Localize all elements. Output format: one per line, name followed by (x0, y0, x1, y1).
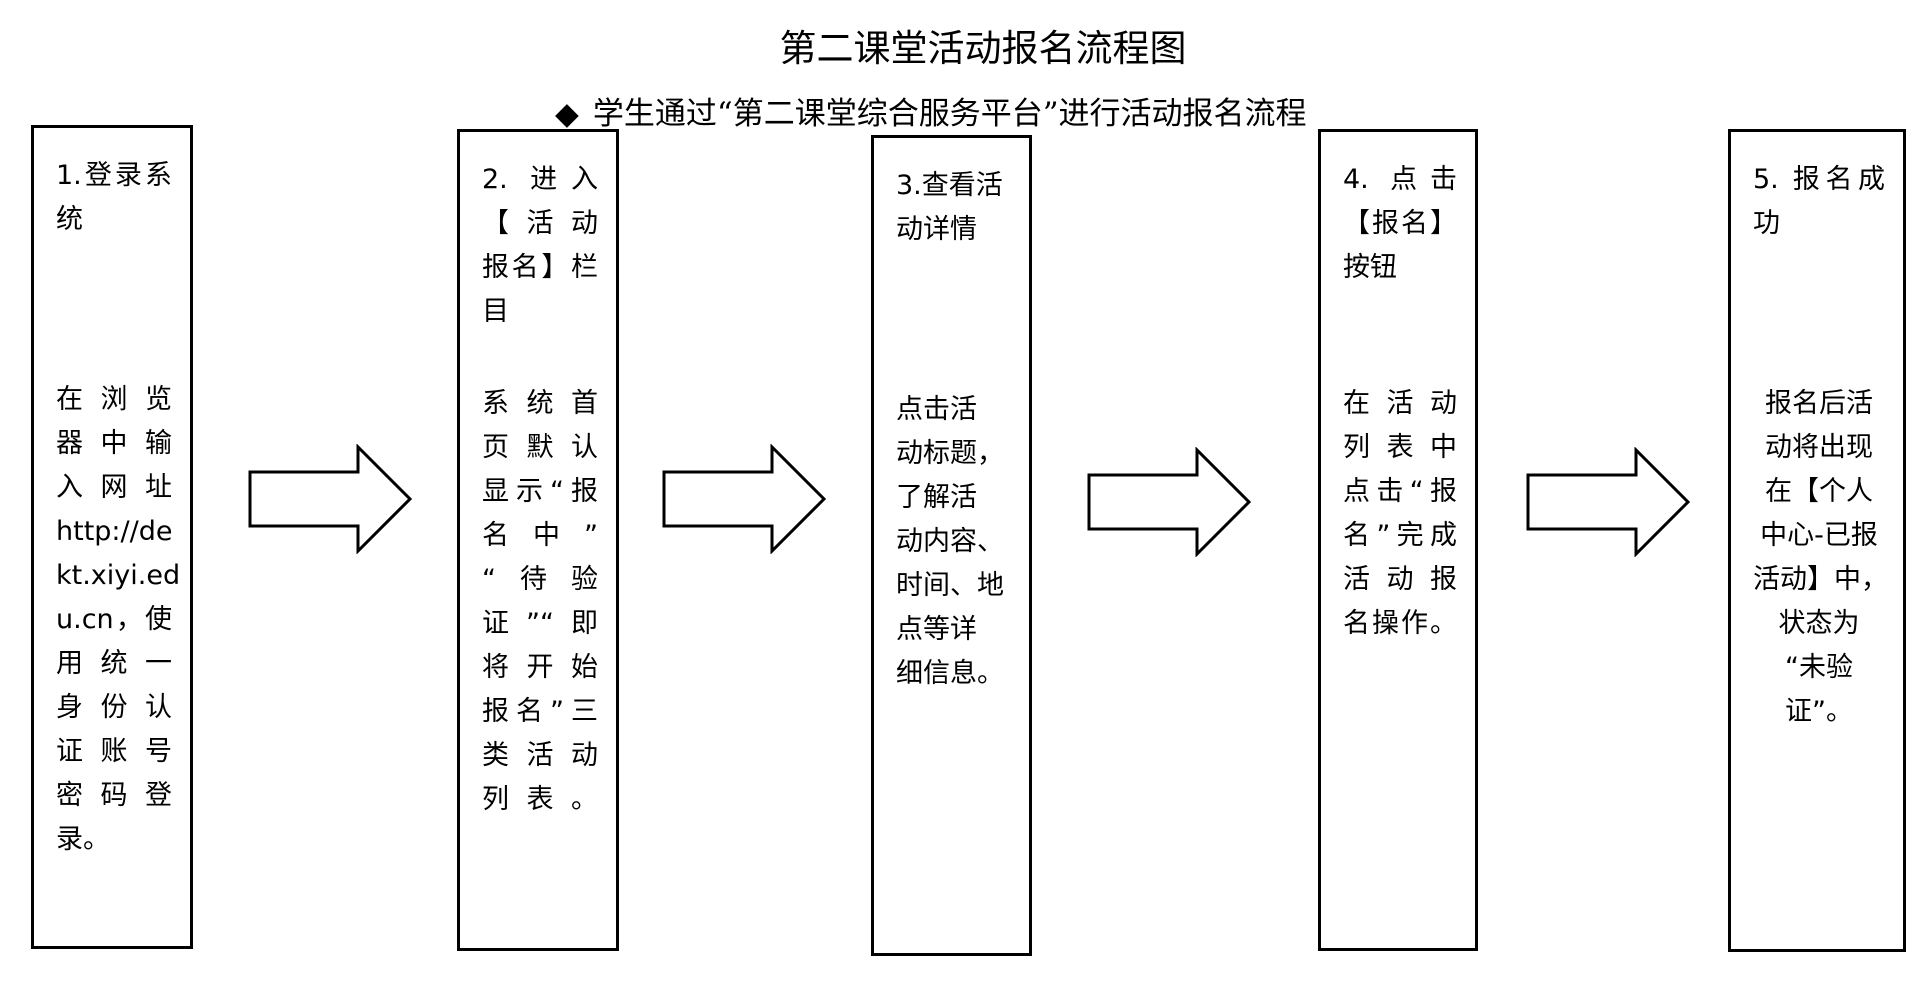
text-line: 点等详 (896, 614, 977, 645)
text-line: 了解活 (896, 482, 977, 513)
text-line: 名中” (482, 520, 598, 551)
step-2-body: 系统首页默认显示“报名中” “待验证”“即将开始报名”三类活动列表。 (482, 382, 598, 822)
text-line: 报名”三 (482, 696, 598, 727)
text-line: 显示“报 (482, 476, 598, 507)
text-line: 列表中 (1343, 432, 1457, 463)
text-line: 名”完成 (1343, 520, 1457, 551)
text-line: 1.登录系 (56, 160, 172, 191)
text-line: 目 (482, 296, 509, 327)
text-line: 证”“即 (482, 608, 598, 639)
text-line: 报名】栏 (482, 252, 598, 283)
text-line: 动详情 (896, 214, 977, 245)
text-line: 录。 (56, 824, 110, 855)
step-box-2: 2. 进入【活动报名】栏目系统首页默认显示“报名中” “待验证”“即将开始报名”三… (457, 129, 619, 951)
text-line: 【报名】 (1343, 208, 1457, 239)
text-line: 动内容、 (896, 526, 1004, 557)
text-line: 入网址 (56, 472, 172, 503)
text-line: 点击活 (896, 394, 977, 425)
text-line: 动将出现 (1765, 432, 1873, 463)
step-4-body: 在活动列表中点击“报名”完成活动报名操作。 (1343, 382, 1457, 646)
text-line: 3.查看活 (896, 170, 1003, 201)
text-line: 状态为 (1778, 608, 1860, 639)
step-1-body: 在浏览器中输入网址 http://de kt.xiyi.ed u.cn，使用统一身份认… (56, 378, 181, 862)
step-box-1: 1.登录系统在浏览器中输入网址 http://de kt.xiyi.ed u.cn，使… (31, 125, 193, 949)
text-line: 统 (56, 204, 83, 235)
text-line: 4. 点击 (1343, 164, 1457, 195)
text-line: 名操作。 (1343, 608, 1457, 639)
text-line: kt.xiyi.ed (56, 560, 181, 591)
text-line: 证”。 (1785, 696, 1853, 727)
step-5-body: 报名后活动将出现在【个人中心-已报活动】中， 状态为 “未验证”。 (1753, 382, 1888, 734)
subtitle: ◆ 学生通过“第二课堂综合服务平台”进行活动报名流程 (555, 88, 1307, 133)
diamond-bullet-icon: ◆ (555, 96, 579, 132)
text-line: 系统首 (482, 388, 598, 419)
text-line: 在活动 (1343, 388, 1457, 419)
arrow-right-icon (248, 444, 413, 554)
step-2-head: 2. 进入【活动报名】栏目 (482, 158, 598, 334)
text-line: 在浏览 (56, 384, 172, 415)
text-line: “未验 (1785, 652, 1853, 683)
step-5-head: 5. 报名成功 (1753, 158, 1885, 246)
arrow-right-icon (662, 444, 827, 554)
text-line: 5. 报名成 (1753, 164, 1885, 195)
arrow-right-icon (1087, 447, 1252, 557)
text-line: “待验 (482, 564, 598, 595)
text-line: 动标题， (896, 438, 1004, 469)
text-line: 证账号 (56, 736, 172, 767)
text-line: 类活动 (482, 740, 598, 771)
step-4-head: 4. 点击【报名】按钮 (1343, 158, 1457, 290)
step-3-body: 点击活动标题， 了解活动内容、时间、地点等详细信息。 (896, 388, 1011, 696)
text-line: 按钮 (1343, 252, 1397, 283)
text-line: 密码登 (56, 780, 172, 811)
text-line: 页默认 (482, 432, 598, 463)
text-line: 中心-已报 (1760, 520, 1878, 551)
text-line: u.cn，使 (56, 604, 172, 635)
step-box-3: 3.查看活动详情点击活动标题， 了解活动内容、时间、地点等详细信息。 (871, 135, 1032, 956)
text-line: 在【个人 (1765, 476, 1873, 507)
text-line: 器中输 (56, 428, 172, 459)
text-line: 功 (1753, 208, 1780, 239)
text-line: 活动报 (1343, 564, 1457, 595)
step-3-head: 3.查看活动详情 (896, 164, 1011, 252)
text-line: 活动】中， (1753, 564, 1888, 595)
text-line: 点击“报 (1343, 476, 1457, 507)
text-line: 【活动 (482, 208, 598, 239)
text-line: 用统一 (56, 648, 172, 679)
text-line: 时间、地 (896, 570, 1004, 601)
step-box-4: 4. 点击【报名】按钮在活动列表中点击“报名”完成活动报名操作。 (1318, 129, 1478, 951)
text-line: 列表。 (482, 784, 598, 815)
step-1-head: 1.登录系统 (56, 154, 172, 242)
text-line: 细信息。 (896, 658, 1004, 689)
arrow-right-icon (1526, 447, 1691, 557)
step-box-5: 5. 报名成功报名后活动将出现在【个人中心-已报活动】中， 状态为 “未验证”。 (1728, 129, 1906, 952)
subtitle-text: 学生通过“第二课堂综合服务平台”进行活动报名流程 (592, 96, 1307, 132)
text-line: 报名后活 (1765, 388, 1873, 419)
text-line: 身份认 (56, 692, 172, 723)
text-line: 2. 进入 (482, 164, 598, 195)
text-line: 将开始 (482, 652, 598, 683)
diagram-title: 第二课堂活动报名流程图 (779, 27, 1187, 70)
text-line: http://de (56, 516, 173, 547)
